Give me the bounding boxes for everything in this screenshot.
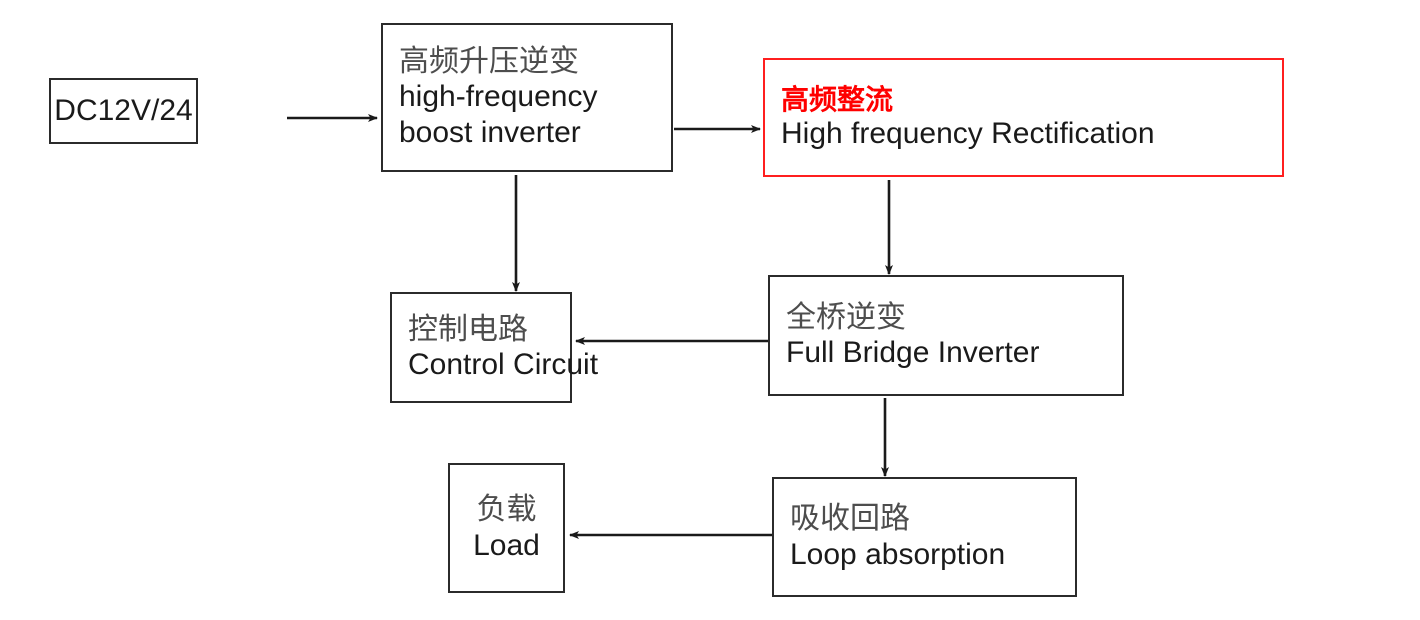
node-high-frequency-rectification[interactable]: 高频整流 High frequency Rectification [763, 58, 1284, 177]
node-full-bridge-inverter-label-cn: 全桥逆变 [786, 299, 906, 335]
node-dc-input-label-en: DC12V/24 [54, 94, 193, 127]
node-load-label-en: Load [473, 528, 540, 562]
node-load-label-cn: 负载 [476, 492, 537, 528]
node-control-circuit[interactable]: 控制电路 Control Circuit [390, 292, 599, 403]
node-dc-input[interactable]: DC12V/24 [49, 78, 198, 144]
node-control-circuit-label-cn: 控制电路 [408, 311, 528, 347]
node-full-bridge-inverter-label-en: Full Bridge Inverter [786, 336, 1040, 370]
node-control-circuit-label-en: Control Circuit [408, 348, 599, 382]
node-loop-absorption[interactable]: 吸收回路 Loop absorption [772, 477, 1077, 597]
node-boost-inverter[interactable]: 高频升压逆变 high-frequency boost inverter [381, 23, 673, 172]
node-loop-absorption-label-en: Loop absorption [790, 537, 1006, 571]
node-high-frequency-rectification-label-en: High frequency Rectification [781, 117, 1155, 151]
node-loop-absorption-label-cn: 吸收回路 [790, 501, 910, 537]
node-boost-inverter-label-cn: 高频升压逆变 [399, 43, 579, 79]
node-full-bridge-inverter[interactable]: 全桥逆变 Full Bridge Inverter [768, 275, 1124, 396]
node-boost-inverter-label-en-line2: boost inverter [399, 116, 581, 150]
node-load[interactable]: 负载 Load [448, 463, 565, 593]
node-high-frequency-rectification-label-cn: 高频整流 [781, 82, 894, 116]
node-boost-inverter-label-en-line1: high-frequency [399, 80, 598, 114]
